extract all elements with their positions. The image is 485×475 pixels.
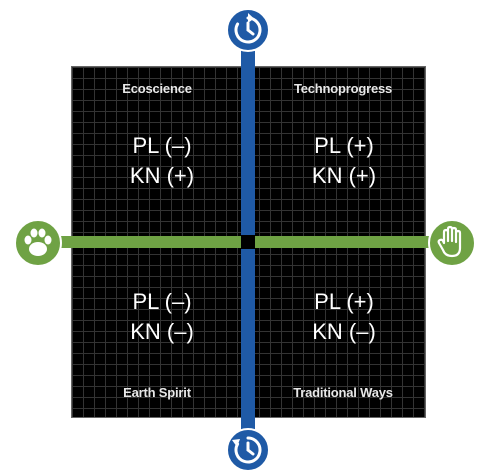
- paw-icon: [14, 219, 62, 267]
- quadrant-codes-top-left: PL (–) KN (+): [102, 131, 222, 191]
- quadrant-title-technoprogress: Technoprogress: [293, 81, 393, 96]
- quadrant-codes-bottom-left: PL (–) KN (–): [102, 287, 222, 347]
- pl-code: PL (+): [314, 289, 374, 314]
- pl-code: PL (–): [132, 289, 192, 314]
- hand-icon: [428, 219, 476, 267]
- quadrant-title-traditional-ways: Traditional Ways: [293, 385, 393, 400]
- axis-origin: [241, 235, 255, 249]
- kn-code: KN (+): [311, 163, 377, 188]
- clock-forward-icon: [226, 8, 270, 52]
- quadrant-title-earth-spirit: Earth Spirit: [123, 385, 191, 400]
- kn-code: KN (–): [130, 319, 194, 344]
- kn-code: KN (–): [312, 319, 376, 344]
- quadrant-codes-bottom-right: PL (+) KN (–): [284, 287, 404, 347]
- quadrant-codes-top-right: PL (+) KN (+): [284, 131, 404, 191]
- pl-code: PL (+): [314, 133, 374, 158]
- kn-code: KN (+): [129, 163, 195, 188]
- clock-backward-icon: [226, 428, 270, 472]
- pl-code: PL (–): [132, 133, 192, 158]
- quadrant-title-ecoscience: Ecoscience: [122, 81, 192, 96]
